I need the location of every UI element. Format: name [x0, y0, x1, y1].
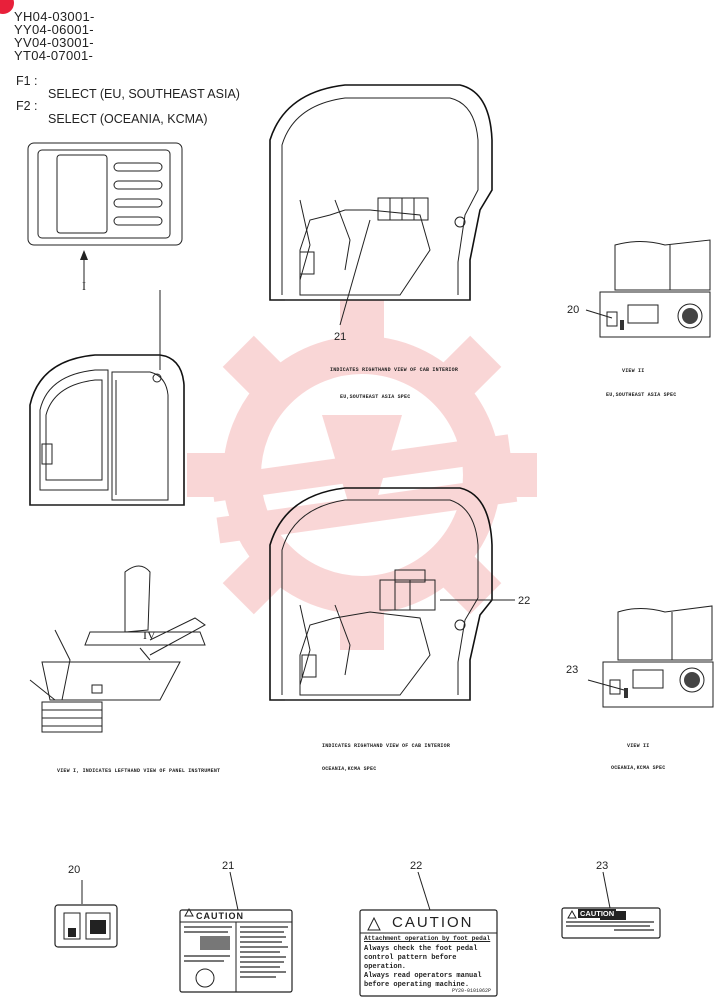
label-22-line2: control pattern before [364, 954, 457, 962]
cab1-spec: EU,SOUTHEAST ASIA SPEC [340, 394, 411, 400]
label-number-23: 23 [596, 860, 609, 872]
cab1-caption: INDICATES RIGHTHAND VIEW OF CAB INTERIOR [330, 367, 459, 373]
leader-23 [602, 871, 611, 909]
callout-21: 21 [334, 331, 347, 343]
roman-iv-label: IV [143, 628, 156, 642]
label-20-switch [54, 904, 118, 948]
label-22-line3: operation. [364, 963, 407, 971]
arrow-label-i: I [82, 279, 86, 293]
serial-2: YY04-06001- [14, 22, 94, 37]
leader-21 [229, 871, 239, 911]
leader-22 [417, 871, 431, 911]
panel-view-bottom [587, 605, 714, 708]
roof-top-view [27, 142, 183, 287]
footnote-f2-text: SELECT (OCEANIA, KCMA) [48, 112, 208, 126]
callout-23: 23 [566, 664, 579, 676]
label-23-title: CAUTION [578, 909, 617, 918]
label-22-subtitle: Attachment operation by foot pedal [364, 935, 491, 942]
cab-interior-top [269, 84, 493, 326]
label-22-line4: Always read operators manual [364, 972, 482, 980]
label-22-body: Always check the foot pedal control patt… [364, 945, 482, 990]
view-i-caption: VIEW I, INDICATES LEFTHAND VIEW OF PANEL… [57, 768, 221, 774]
label-number-20: 20 [68, 864, 81, 876]
cab-interior-bottom [269, 487, 515, 701]
label-22-line1: Always check the foot pedal [364, 945, 478, 953]
view-ii-bottom: VIEW II [627, 743, 650, 749]
cab2-caption: INDICATES RIGHTHAND VIEW OF CAB INTERIOR [322, 743, 451, 749]
label-23-text-lines [566, 921, 656, 933]
footnote-f1-text: SELECT (EU, SOUTHEAST ASIA) [48, 87, 240, 101]
seat-console-view [29, 565, 206, 733]
label-number-22: 22 [410, 860, 423, 872]
label-22-part-code: PY20-0101062P [452, 988, 492, 994]
serial-3: YV04-03001- [14, 35, 94, 50]
label-22-title: CAUTION [392, 914, 474, 931]
footnote-f2-code: F2 : [16, 99, 38, 113]
cab-exterior-view [29, 290, 185, 506]
view-ii-top: VIEW II [622, 368, 645, 374]
serial-4: YT04-07001- [14, 48, 94, 63]
panel-view-top [585, 239, 711, 338]
callout-22: 22 [518, 595, 531, 607]
view-ii-top-spec: EU,SOUTHEAST ASIA SPEC [606, 392, 677, 398]
callout-20: 20 [567, 304, 580, 316]
footnote-f1-code: F1 : [16, 74, 38, 88]
label-22-line5: before operating machine. [364, 981, 470, 989]
view-ii-bottom-spec: OCEANIA,KCMA SPEC [611, 765, 666, 771]
label-21-title: CAUTION [196, 911, 244, 921]
label-22-box [359, 909, 498, 997]
serial-1: YH04-03001- [14, 9, 95, 24]
label-21-box [179, 907, 293, 993]
corner-marker [0, 0, 14, 14]
label-number-21: 21 [222, 860, 235, 872]
cab2-spec: OCEANIA,KCMA SPEC [322, 766, 377, 772]
